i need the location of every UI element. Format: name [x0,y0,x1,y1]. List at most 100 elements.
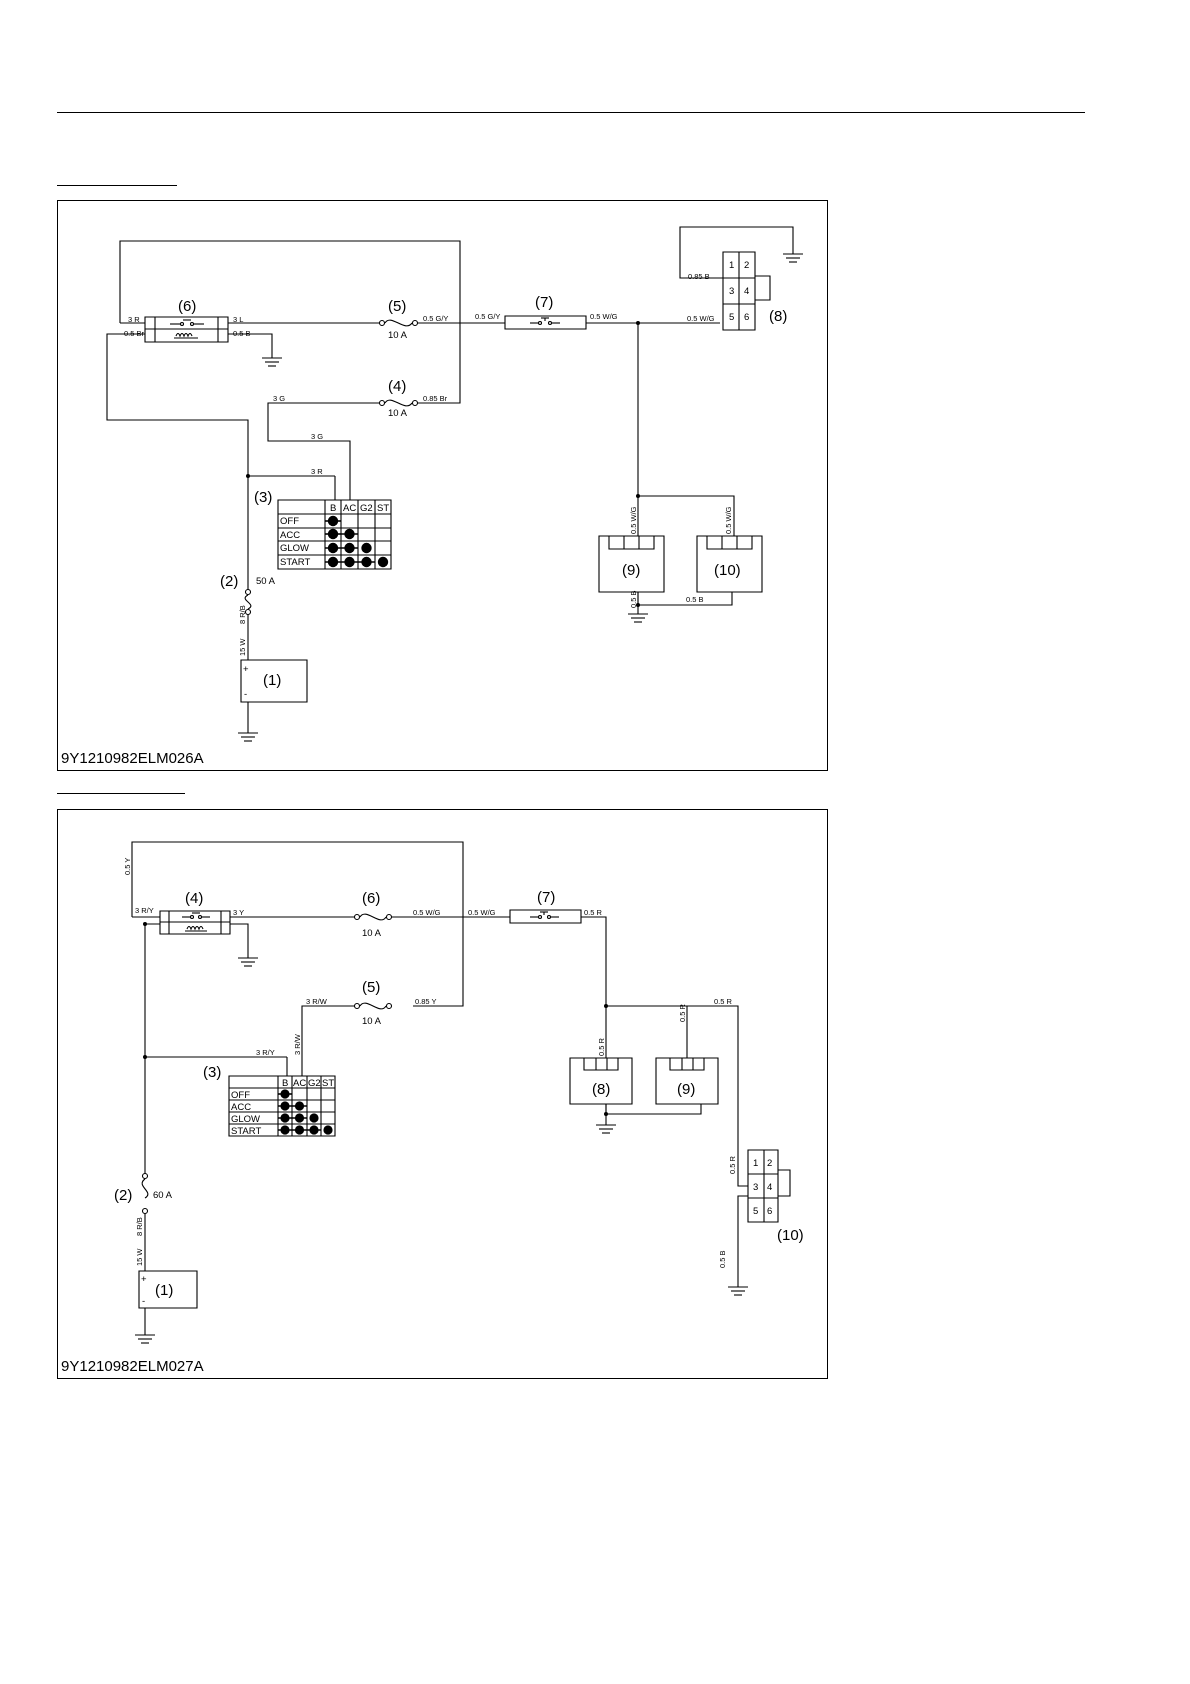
switch-contact-dot [323,1125,333,1135]
wire-label: 0.85 Br [423,394,448,403]
wire-label: 3 R/W [293,1033,302,1055]
ground-icon [135,1335,155,1343]
fuse-icon [380,400,418,406]
ground-icon [238,958,258,966]
fuse-rating: 60 A [153,1190,173,1201]
ground-icon [628,614,648,622]
item-label-main-fuse: (2) [220,573,238,590]
item-label-fuse-4: (4) [388,378,406,395]
wire-label: 0.5 B [233,329,251,338]
wire-label: 0.5 G/Y [475,312,500,321]
wire-label: 3 R/W [306,997,328,1006]
relay-icon [145,317,228,342]
item-label-switch: (7) [537,889,555,906]
wire-label: 0.5 W/G [468,908,496,917]
wire-label: 0.5 W/G [413,908,441,917]
wire-label: 0.5 W/G [724,506,733,534]
table-row-label: OFF [231,1090,250,1101]
main-fuse-icon [142,1174,148,1214]
pin-number: 5 [753,1206,758,1217]
wire-label: 0.85 Y [415,997,437,1006]
table-col-header: G2 [360,503,373,514]
table-row-label: GLOW [280,543,309,554]
ground-icon [596,1125,616,1133]
wire-label: 0.5 Br [124,329,145,338]
pin-number: 3 [753,1182,758,1193]
item-label-connector: (8) [769,308,787,325]
battery-icon [139,1271,197,1308]
item-label-battery: (1) [155,1282,173,1299]
item-label-main-fuse: (2) [114,1187,132,1204]
wiring-diagram-2: 0.5 Y 3 R/Y 3 Y 0.5 W/G 0.5 W/G 0.5 R 3 … [61,842,804,1375]
wire-label: 15 W [238,638,247,656]
table-col-header: ST [322,1078,334,1089]
battery-minus: - [142,1296,145,1307]
wire-label: 0.5 W/G [590,312,618,321]
unit-9-icon [656,1058,718,1104]
battery-plus: + [243,664,249,675]
wire-label: 0.5 R [714,997,733,1006]
wire-label: 0.5 B [718,1250,727,1268]
table-col-header: G2 [308,1078,321,1089]
item-label-switch: (7) [535,294,553,311]
fuse-rating: 10 A [388,330,408,341]
wire-label: 3 R/Y [135,906,154,915]
connector-icon [748,1150,778,1222]
pin-number: 4 [767,1182,772,1193]
table-col-header: B [330,503,336,514]
key-switch-table-1 [278,500,391,569]
wire-label: 15 W [135,1248,144,1266]
table-row-label: ACC [280,530,300,541]
wire-label: 3 L [233,315,243,324]
item-label-fuse-5: (5) [362,979,380,996]
table-col-header: B [282,1078,288,1089]
table-col-header: ST [377,503,389,514]
pin-number: 1 [753,1158,758,1169]
switch-contact-dot [361,542,372,554]
wire-label: 0.5 R [597,1037,606,1056]
wiring-diagram-1: 3 R 0.5 Br 3 L 0.5 B 0.5 G/Y 0.5 G/Y 0.5… [61,227,803,767]
table-row-label: START [231,1126,261,1137]
wire-label: 3 G [273,394,285,403]
wire-label: 0.85 B [688,272,710,281]
wire-label: 0.5 Y [123,858,132,875]
wire-label: 3 R [311,467,323,476]
pin-number: 6 [767,1206,772,1217]
wire-label: 8 R/B [135,1217,144,1236]
pin-number: 6 [744,312,749,323]
relay-icon [160,911,230,934]
item-label-unit-10: (10) [714,562,741,579]
fuse-icon [355,1003,392,1009]
wire-label: 0.5 W/G [629,506,638,534]
table-row-label: OFF [280,516,299,527]
unit-8-icon [570,1058,632,1104]
table-col-header: AC [343,503,356,514]
wire-label: 3 R/Y [256,1048,275,1057]
table-row-label: ACC [231,1102,251,1113]
item-label-unit-9: (9) [622,562,640,579]
switch-contact-dot [309,1113,319,1123]
pin-number: 3 [729,286,734,297]
wire-label: 8 R/B [238,605,247,624]
pin-number: 5 [729,312,734,323]
item-label-key-switch: (3) [203,1064,221,1081]
item-label-unit-9: (9) [677,1081,695,1098]
table-row-label: START [280,557,310,568]
key-switch-table-2 [229,1076,335,1136]
switch-icon [510,910,581,923]
section-rule-2 [57,793,185,795]
wire-label: 3 R [128,315,140,324]
main-fuse-icon [245,590,251,615]
fuse-rating: 10 A [362,1016,382,1027]
page-header-rule [57,112,1085,114]
item-label-battery: (1) [263,672,281,689]
switch-icon [505,316,586,329]
ground-icon [238,733,258,741]
ground-icon [262,358,282,366]
battery-icon [241,660,307,702]
item-label-fuse-5: (5) [388,298,406,315]
switch-contact-dot [377,556,389,568]
item-label-unit-8: (8) [592,1081,610,1098]
ground-icon [783,254,803,262]
